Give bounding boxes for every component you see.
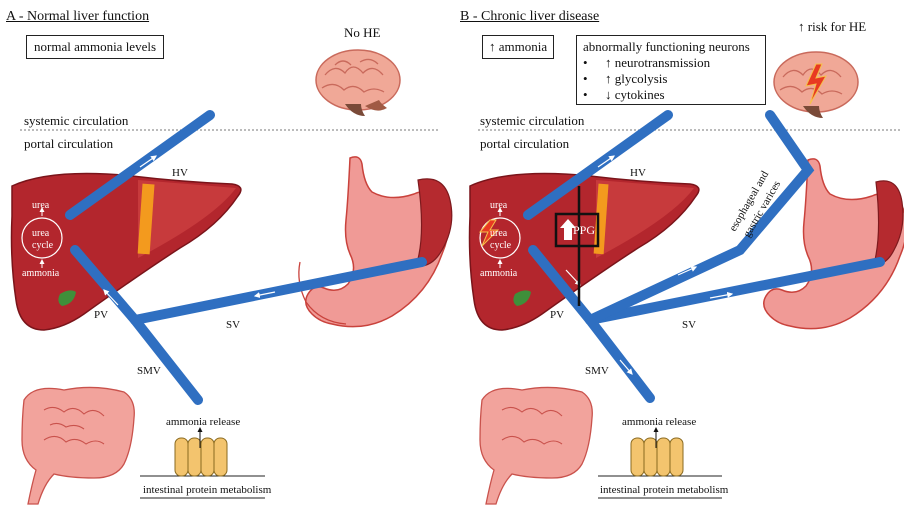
stomach-icon-a [299, 157, 452, 327]
smv-label-b: SMV [585, 366, 609, 377]
panel-b-title: B - Chronic liver disease [460, 10, 599, 24]
portal-label-a: portal circulation [24, 137, 113, 150]
pv-label-a: PV [94, 310, 108, 321]
urea-cycle-label-b1: urea [490, 229, 507, 239]
neurons-bullet-1: • [583, 56, 588, 69]
neurons-bullet-3: • [583, 88, 588, 101]
hv-label-b: HV [630, 168, 646, 179]
neurons-box: abnormally functioning neurons • ↑ neuro… [576, 35, 766, 105]
brain-label-a: No HE [344, 26, 380, 39]
brain-icon-a [316, 50, 400, 116]
intestine-icon-a [22, 387, 134, 504]
ammonia-release-a: ammonia release [166, 417, 240, 428]
systemic-label-b: systemic circulation [480, 114, 584, 127]
systemic-label-a: systemic circulation [24, 114, 128, 127]
ammonia-small-a: ammonia [22, 269, 59, 279]
panel-a-title: A - Normal liver function [6, 10, 149, 24]
stomach-icon-b [764, 159, 904, 329]
sv-label-b: SV [682, 320, 696, 331]
urea-label-b: urea [490, 201, 507, 211]
ammonia-release-b: ammonia release [622, 417, 696, 428]
ammonia-small-b: ammonia [480, 269, 517, 279]
ammonia-box-a: normal ammonia levels [26, 35, 164, 59]
smv-a [135, 320, 198, 400]
neurons-item-3: ↓ cytokines [605, 88, 665, 101]
ammonia-box-b: ↑ ammonia [482, 35, 554, 59]
brain-icon-b [774, 52, 858, 118]
urea-cycle-label-a1: urea [32, 229, 49, 239]
brain-label-b: ↑ risk for HE [798, 20, 866, 33]
ammonia-box-b-text: ↑ ammonia [489, 40, 547, 53]
ammonia-box-a-text: normal ammonia levels [34, 40, 156, 53]
intestinal-label-b: intestinal protein metabolism [600, 485, 728, 496]
neurons-item-2: ↑ glycolysis [605, 72, 667, 85]
sv-label-a: SV [226, 320, 240, 331]
intestine-icon-b [480, 387, 592, 504]
neurons-bullet-2: • [583, 72, 588, 85]
portal-label-b: portal circulation [480, 137, 569, 150]
smv-label-a: SMV [137, 366, 161, 377]
ppg-label: PPG [573, 224, 595, 236]
smv-b [590, 320, 650, 398]
urea-cycle-label-b2: cycle [490, 241, 511, 251]
pv-label-b: PV [550, 310, 564, 321]
hv-label-a: HV [172, 168, 188, 179]
urea-label-a: urea [32, 201, 49, 211]
intestinal-label-a: intestinal protein metabolism [143, 485, 271, 496]
neurons-title: abnormally functioning neurons [583, 40, 750, 53]
neurons-item-1: ↑ neurotransmission [605, 56, 710, 69]
urea-cycle-label-a2: cycle [32, 241, 53, 251]
